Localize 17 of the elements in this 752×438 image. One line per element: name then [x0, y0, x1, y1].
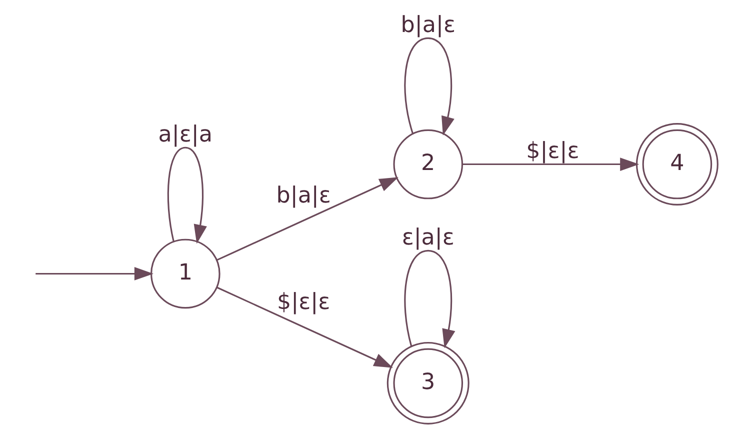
edge-label: b|a|ε: [276, 182, 331, 209]
node-circle: 2: [393, 129, 464, 200]
arrow: [216, 177, 398, 261]
node-circle: 1: [150, 238, 220, 309]
edge-label: $|ε|ε: [277, 288, 330, 315]
arrow: [167, 146, 207, 244]
edge-label: $|ε|ε: [526, 138, 580, 164]
edge-label: a|ε|a: [158, 122, 212, 148]
arrow: [462, 158, 640, 171]
arrow: [36, 267, 154, 280]
edge-label: ε|a|ε: [402, 224, 454, 251]
arrow: [404, 250, 456, 348]
edge-label: b|a|ε: [400, 12, 456, 38]
arrow: [216, 286, 394, 368]
node-circle: 4: [636, 123, 718, 206]
arrow: [404, 37, 454, 136]
node-circle: 3: [386, 342, 470, 424]
